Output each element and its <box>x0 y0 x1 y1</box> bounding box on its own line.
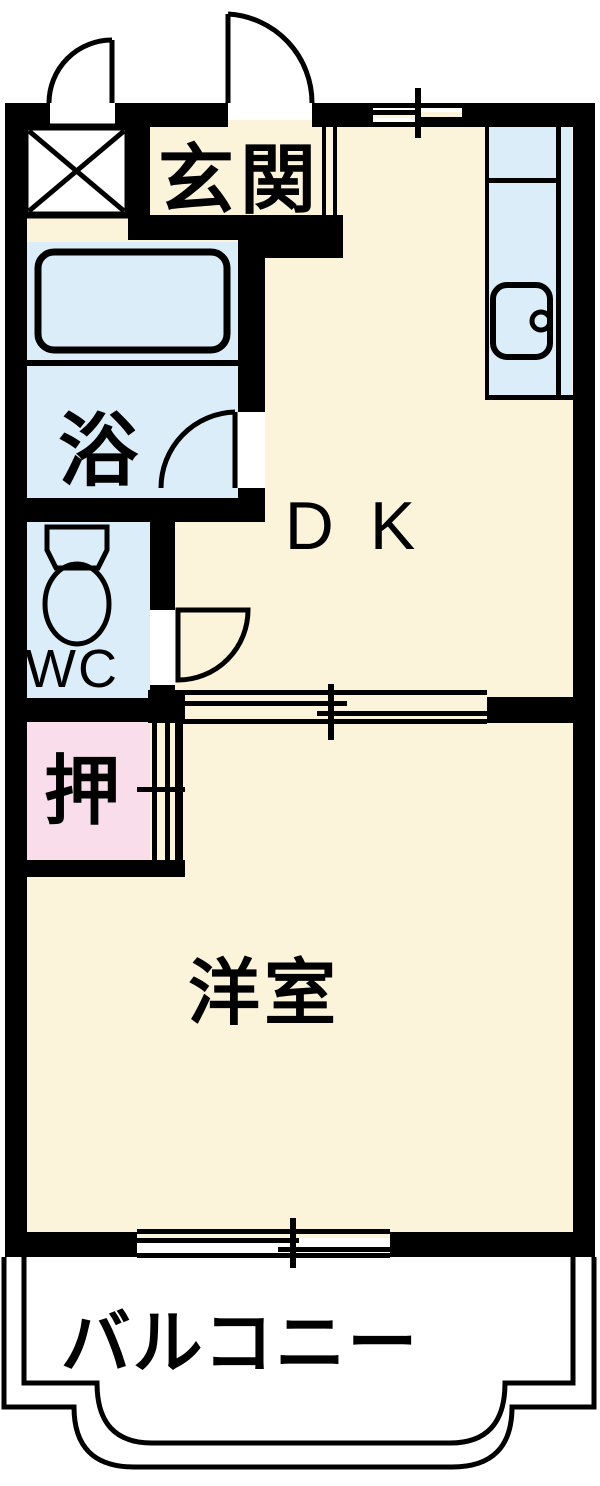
slider-center-tick <box>137 787 185 792</box>
step-line <box>322 127 326 215</box>
wall-bath-bottom <box>5 498 265 522</box>
balcony-outline <box>1 1257 597 1470</box>
wc-door-opening <box>150 610 175 685</box>
western-room-window <box>137 1218 390 1268</box>
service-door-swing <box>46 37 115 104</box>
door-arc <box>227 11 315 104</box>
bath-floor <box>27 242 238 498</box>
bath-label: 浴 <box>58 407 139 496</box>
kitchen-window <box>373 88 462 138</box>
balcony-outer-line <box>1 1257 597 1470</box>
wall-bottom-right <box>390 1232 595 1257</box>
window-line <box>373 110 419 115</box>
wall-right <box>573 103 595 1257</box>
window-line <box>137 1238 299 1243</box>
window-line <box>137 1253 390 1258</box>
wall-partition-left-block <box>148 690 185 723</box>
window-line <box>278 1247 390 1252</box>
closet-sliding-door <box>137 722 185 860</box>
closet-floor <box>27 722 150 860</box>
bath-divider-line <box>27 360 238 366</box>
toilet-bowl <box>42 561 112 647</box>
wall-closet-bottom <box>5 860 185 877</box>
window-band <box>137 1233 390 1238</box>
sink-faucet <box>529 309 553 333</box>
wall-bottom-left <box>5 1232 137 1257</box>
counter-edge <box>485 395 573 400</box>
wc-label: WC <box>25 639 119 699</box>
genkan-label: 玄関 <box>158 139 322 224</box>
shaft-x-box <box>21 123 132 219</box>
wc-door-swing <box>175 607 251 683</box>
balcony-label: バルコニー <box>61 1304 420 1382</box>
counter-divider <box>487 178 557 183</box>
toilet-tank <box>44 524 110 571</box>
counter-edge <box>485 127 489 400</box>
wall-left <box>5 103 27 1257</box>
toilet <box>42 524 112 647</box>
door-arc <box>46 37 113 104</box>
slider-line <box>317 711 487 716</box>
service-door-opening <box>50 103 115 127</box>
entrance-threshold <box>228 120 312 127</box>
step-line <box>333 127 337 215</box>
closet-label: 押 <box>44 750 120 835</box>
western-room-label: 洋室 <box>188 954 340 1034</box>
bathtub <box>34 248 231 354</box>
window-line <box>137 1229 390 1234</box>
wall-xbox-right <box>128 127 150 240</box>
window-center-tick <box>415 88 421 138</box>
x-diagonal <box>27 129 126 213</box>
dk-label: DK <box>285 488 451 564</box>
bath-fixtures <box>27 248 238 366</box>
dk-partition-sliding-door <box>175 684 487 740</box>
door-openings <box>50 103 312 685</box>
window-line <box>417 117 462 122</box>
door-arc <box>175 607 251 683</box>
kitchen <box>485 127 573 400</box>
window-center-tick <box>290 1218 296 1268</box>
room-labels: 玄関 DK 浴 WC 押 洋室 バルコニー <box>25 139 451 1383</box>
slider-line <box>175 701 347 706</box>
slider-center-tick <box>328 684 334 740</box>
door-arc <box>158 409 236 489</box>
wall-partition-right <box>487 697 573 723</box>
balcony-inner-line <box>21 1257 576 1446</box>
counter-edge <box>556 127 561 400</box>
genkan-step-lines <box>322 127 337 215</box>
entrance-door-swing <box>225 11 315 104</box>
bath-door-opening <box>238 412 265 488</box>
bath-door-swing <box>158 409 238 489</box>
